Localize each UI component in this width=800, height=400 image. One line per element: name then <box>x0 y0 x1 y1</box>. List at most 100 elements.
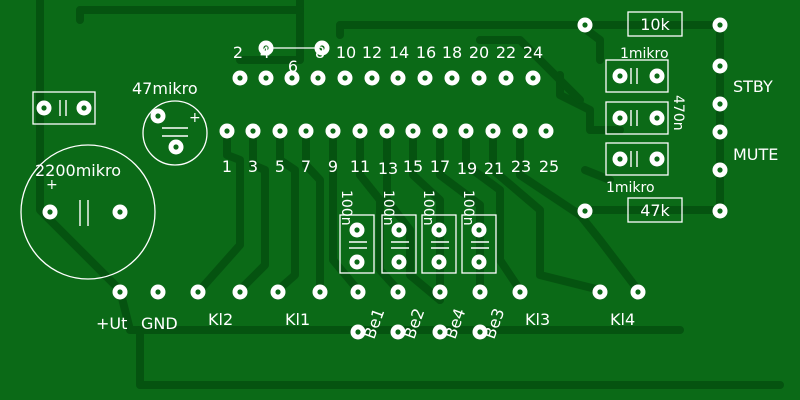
ic-pad-bottom-5-hole <box>330 128 336 134</box>
cap-100n-1-outline <box>339 214 375 274</box>
cap-100n-3-label: 100n <box>420 190 436 226</box>
ic-pad-bottom-11-hole <box>490 128 496 134</box>
ic-pad-top-1-hole <box>237 75 243 81</box>
traces <box>36 0 784 389</box>
ic-pad-bottom-6-hole <box>357 128 363 134</box>
connector-kl2-label: Kl2 <box>208 310 233 329</box>
cap-100n-pad-b-3-hole <box>436 259 442 265</box>
jumper-pad-b-hole <box>319 45 325 51</box>
connector-pad-8-hole <box>395 289 401 295</box>
side-pad-3-hole <box>717 129 723 135</box>
side-pad-1-hole <box>717 63 723 69</box>
side-pad-4-hole <box>717 167 723 173</box>
connector-pad-7-hole <box>355 289 361 295</box>
pin-18-label: 18 <box>442 43 462 62</box>
ic-pad-bottom-2-hole <box>250 128 256 134</box>
pin-3-label: 3 <box>248 157 258 176</box>
cap-470n-label: 470n <box>670 95 686 131</box>
cap-100n-pad-a-4-hole <box>476 227 482 233</box>
cap-100n-pad-a-1-hole <box>354 227 360 233</box>
connector-pad-low-3-hole <box>437 329 443 335</box>
pin-23-label: 23 <box>511 157 531 176</box>
pin-1-label: 1 <box>222 157 232 176</box>
pin-10-label: 10 <box>336 43 356 62</box>
pin-7-label: 7 <box>301 157 311 176</box>
cap-1mikro-bottom-outline <box>605 142 669 176</box>
outlines <box>20 11 683 280</box>
connector-pad-11-hole <box>517 289 523 295</box>
connector-gnd-label: GND <box>141 314 178 333</box>
pads <box>36 17 728 340</box>
cap-left-pad-b-hole <box>81 105 87 111</box>
cap-left-pad-a-hole <box>41 105 47 111</box>
pin-25-label: 25 <box>539 157 559 176</box>
ic-pad-bottom-8-hole <box>410 128 416 134</box>
ic-pad-bottom-10-hole <box>463 128 469 134</box>
resistor-10k-pad-a-hole <box>582 22 588 28</box>
cap-100n-pad-b-1-hole <box>354 259 360 265</box>
cap-1mikro-top-pad-a-hole <box>617 73 623 79</box>
connector-pad-low-1-hole <box>355 329 361 335</box>
ic-pad-bottom-13-hole <box>543 128 549 134</box>
ic-pad-bottom-4-hole <box>303 128 309 134</box>
pin-24-label: 24 <box>523 43 543 62</box>
ic-pad-top-11-hole <box>503 75 509 81</box>
cap-47-outline <box>142 100 208 166</box>
pin-8-label: 8 <box>315 43 325 62</box>
pin-19-label: 19 <box>457 159 477 178</box>
connector-pad-9-hole <box>437 289 443 295</box>
connector-kl1-label: Kl1 <box>285 310 310 329</box>
pin-21-label: 21 <box>484 159 504 178</box>
pin-16-label: 16 <box>416 43 436 62</box>
resistor-47k-pad-a-hole <box>582 208 588 214</box>
connector-pad-5-hole <box>275 289 281 295</box>
pin-15-label: 15 <box>403 157 423 176</box>
cap-470n-outline <box>605 101 669 135</box>
connector-kl4-label: Kl4 <box>610 310 635 329</box>
pin-20-label: 20 <box>469 43 489 62</box>
connector-pad-low-2-hole <box>395 329 401 335</box>
cap-left-outline <box>32 91 96 125</box>
resistor-47k-pad-b-hole <box>717 208 723 214</box>
cap-1mikro-bottom-pad-a-hole <box>617 156 623 162</box>
connector-kl3-label: Kl3 <box>525 310 550 329</box>
ic-pad-bottom-7-hole <box>384 128 390 134</box>
cap-470n-pad-b-hole <box>654 115 660 121</box>
cap-100n-1-label: 100n <box>338 190 354 226</box>
cap-100n-2-label: 100n <box>380 190 396 226</box>
ic-pad-top-12-hole <box>530 75 536 81</box>
cap-2200-outline <box>20 144 156 280</box>
pin-11-label: 11 <box>350 157 370 176</box>
connector-pad-3-hole <box>195 289 201 295</box>
pin-22-label: 22 <box>496 43 516 62</box>
side-pad-2-hole <box>717 101 723 107</box>
cap-symbols <box>59 68 638 249</box>
cap-2200-pad-a-hole <box>47 209 53 215</box>
pin-6-label: 6 <box>288 57 298 76</box>
cap-100n-2-outline <box>381 214 417 274</box>
cap-100n-4-label: 100n <box>460 190 476 226</box>
connector-pad-6-hole <box>317 289 323 295</box>
ic-pad-top-10-hole <box>476 75 482 81</box>
cap-1mikro-top-pad-b-hole <box>654 73 660 79</box>
pin-17-label: 17 <box>430 157 450 176</box>
cap-47-pad-b-hole <box>173 144 179 150</box>
cap-1mikro-bottom-label: 1mikro <box>606 180 655 196</box>
cap-2200-plus: + <box>46 177 58 193</box>
cap-100n-3-outline <box>421 214 457 274</box>
cap-100n-4-outline <box>461 214 497 274</box>
connector-pad-2-hole <box>155 289 161 295</box>
ic-pad-top-5-hole <box>342 75 348 81</box>
stby-label: STBY <box>733 77 773 96</box>
cap-100n-pad-b-2-hole <box>396 259 402 265</box>
trace-ut <box>36 0 124 294</box>
connector-pad-1-hole <box>117 289 123 295</box>
cap-47-plus: + <box>189 110 201 126</box>
cap-1mikro-bottom-pad-b-hole <box>654 156 660 162</box>
resistor-10k-pad-b-hole <box>717 22 723 28</box>
connector-pad-12-hole <box>597 289 603 295</box>
pin-14-label: 14 <box>389 43 409 62</box>
connector-ut-label: +Ut <box>96 314 127 333</box>
jumper-pad-a-hole <box>263 45 269 51</box>
